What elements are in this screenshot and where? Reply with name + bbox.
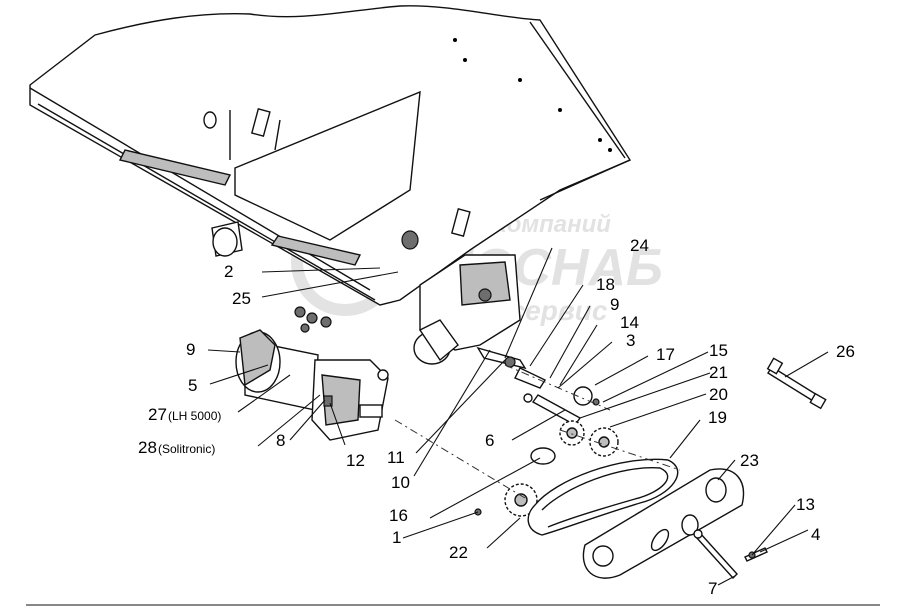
sprocket-21	[559, 420, 585, 446]
callout-2: 2	[224, 262, 233, 281]
svg-text:27: 27	[148, 405, 167, 424]
rod-26	[766, 357, 827, 410]
sprocket-20	[589, 427, 619, 457]
callout-6: 6	[485, 431, 494, 450]
callout-9b: 9	[610, 295, 619, 314]
linkage	[476, 346, 600, 426]
nuts-group	[294, 306, 332, 333]
bolt-7	[695, 531, 738, 580]
leader-lines	[207, 247, 829, 586]
callout-11: 11	[387, 448, 405, 467]
callout-20: 20	[709, 385, 728, 404]
hopper-holes	[453, 38, 612, 152]
callout-16: 16	[389, 506, 408, 525]
callout-13: 13	[796, 495, 815, 514]
callout-26: 26	[836, 342, 855, 361]
callout-25: 25	[232, 289, 251, 308]
callout-17: 17	[656, 345, 675, 364]
callout-5: 5	[188, 376, 197, 395]
callout-15: 15	[709, 341, 728, 360]
callout-21: 21	[709, 363, 728, 382]
gearbox-housing	[413, 254, 521, 365]
svg-text:(Solitronic): (Solitronic)	[158, 442, 215, 456]
callout-1: 1	[392, 528, 401, 547]
callout-3: 3	[626, 331, 635, 350]
callout-22: 22	[449, 543, 468, 562]
svg-text:(LH 5000): (LH 5000)	[168, 409, 221, 423]
callout-14: 14	[620, 313, 639, 332]
svg-text:28: 28	[138, 438, 157, 457]
callout-12: 12	[346, 451, 365, 470]
ring-16	[530, 447, 556, 465]
hopper	[29, 5, 632, 306]
motor	[235, 329, 389, 441]
callout-8: 8	[276, 431, 285, 450]
callout-24: 24	[630, 236, 649, 255]
callout-9a: 9	[186, 340, 195, 359]
callout-7: 7	[708, 579, 717, 598]
callout-27: 27 (LH 5000)	[148, 405, 221, 424]
callout-19: 19	[708, 408, 727, 427]
chain-19	[527, 458, 679, 536]
callout-28: 28 (Solitronic)	[138, 438, 215, 457]
callout-23: 23	[740, 451, 759, 470]
callout-10: 10	[391, 473, 410, 492]
chain-guard-23	[582, 468, 745, 579]
callout-labels: 1 2 3 4 5 6 7 8 9 9 10 11 12 13 14 15 16…	[138, 236, 855, 598]
callout-18: 18	[596, 275, 615, 294]
callout-4: 4	[811, 525, 820, 544]
